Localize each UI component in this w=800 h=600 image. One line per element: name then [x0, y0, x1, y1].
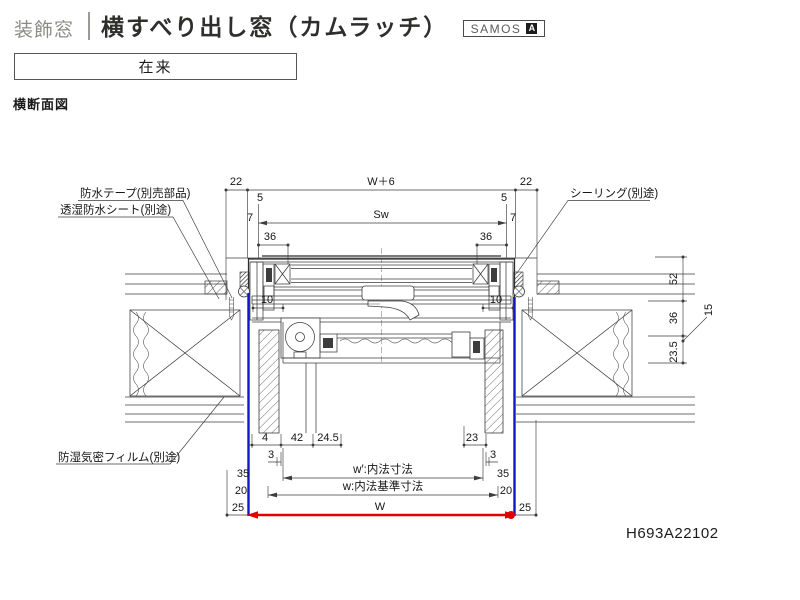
dim-bead-left: 36	[264, 231, 276, 243]
friction-stay	[280, 317, 338, 359]
dim-depth-52: 52	[668, 273, 680, 285]
dim-b42: 42	[291, 432, 303, 444]
cam-latch-handle	[361, 285, 420, 321]
dim-depth-23-5: 23.5	[668, 341, 680, 362]
dim-top-right: 22	[520, 176, 532, 188]
weatherstrip	[339, 338, 456, 344]
label-vapor-film: 防湿気密フィルム(別途)	[58, 450, 180, 464]
wall-structure	[125, 257, 695, 423]
stud-left	[129, 309, 241, 397]
stud-right	[521, 309, 633, 397]
construction-variant-box: 在来	[14, 53, 297, 80]
dim-b3-left: 3	[268, 449, 274, 461]
dim-inner-std-label: w:内法基準寸法	[342, 479, 424, 493]
dim-top-center: W＋6	[367, 176, 395, 188]
label-moisture-sheet: 透湿防水シート(別途)	[60, 203, 171, 217]
jamb-board-right	[484, 329, 504, 434]
category-label: 装飾窓	[14, 20, 75, 41]
section-view-label: 横断面図	[13, 97, 70, 112]
dim-ten-right: 10	[490, 294, 502, 306]
label-waterproof-tape: 防水テープ(別売部品)	[80, 186, 191, 200]
dim-b35-left: 35	[237, 468, 249, 480]
dim-b3-right: 3	[490, 449, 496, 461]
annotations: 防水テープ(別売部品) 透湿防水シート(別途) シーリング(別途) 防湿気密フィ…	[56, 186, 658, 465]
dim-depth-15: 15	[703, 304, 715, 316]
dim-b20-right: 20	[500, 485, 512, 497]
frame-jamb-right	[472, 261, 514, 321]
jamb-board-left	[258, 329, 280, 434]
screw-head-left	[238, 285, 250, 298]
dim-depth-36: 36	[668, 312, 680, 324]
brand-name: SAMOS	[470, 21, 522, 36]
dim-sash-width: Sw	[373, 209, 388, 221]
brand-grade-mark: A	[526, 23, 538, 34]
dim-ten-left: 10	[261, 294, 273, 306]
screw-right	[528, 297, 533, 321]
dim-five-right: 5	[501, 192, 507, 204]
dim-b20-left: 20	[235, 485, 247, 497]
frame-jamb-left	[249, 261, 291, 321]
dim-five-left: 5	[257, 192, 263, 204]
header-divider	[88, 12, 90, 40]
drawing-number: H693A22102	[626, 525, 719, 542]
dim-top-left: 22	[230, 176, 242, 188]
dim-seven-right: 7	[510, 212, 516, 224]
label-sealing: シーリング(別途)	[570, 186, 658, 200]
lock-keeper	[451, 331, 485, 360]
dim-overall-width: W	[375, 501, 386, 513]
dimensions: 22 W＋6 22 5 5 7 7 Sw 36 36 10 10	[224, 176, 715, 517]
dim-b25-left: 25	[232, 502, 244, 514]
window-frame-section	[238, 248, 525, 434]
page-title: 横すべり出し窓（カムラッチ）	[101, 14, 449, 40]
dim-seven-left: 7	[247, 212, 253, 224]
insulation-symbol	[133, 311, 629, 397]
dim-b4: 4	[262, 432, 268, 444]
dim-b245: 24.5	[317, 432, 338, 444]
dim-b25-right: 25	[519, 502, 531, 514]
overall-width-line	[246, 511, 517, 519]
dim-bead-right: 36	[480, 231, 492, 243]
dim-b35-right: 35	[497, 468, 509, 480]
dim-inner-label: w′:内法寸法	[352, 462, 413, 476]
screw-left	[229, 297, 234, 321]
brand-badge: SAMOS A	[463, 20, 545, 37]
construction-variant-label: 在来	[138, 59, 173, 76]
vapor-barrier-film-lines	[247, 293, 516, 516]
screw-head-right	[513, 285, 525, 298]
dim-b23: 23	[466, 432, 478, 444]
